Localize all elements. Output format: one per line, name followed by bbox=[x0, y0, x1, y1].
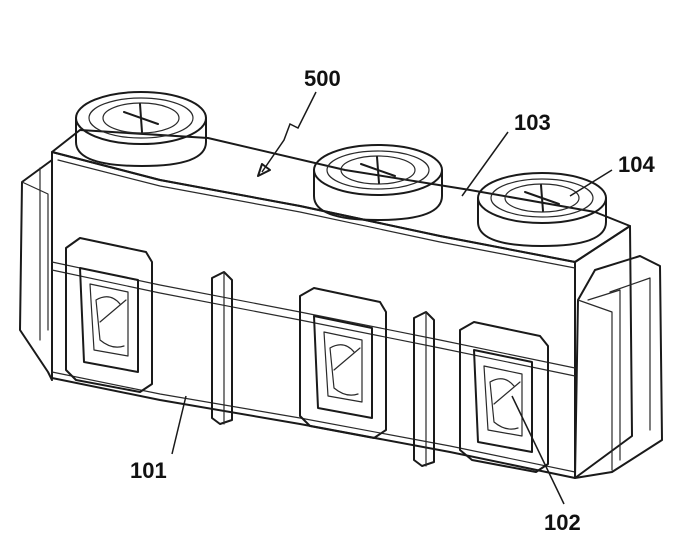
screw-2 bbox=[313, 144, 443, 221]
callout-500: 500 bbox=[304, 66, 341, 91]
separator-rib-right bbox=[413, 311, 435, 467]
wire-port-1 bbox=[65, 237, 153, 393]
separator-rib-left bbox=[211, 271, 233, 425]
leader-lines bbox=[171, 91, 613, 505]
callout-102: 102 bbox=[544, 510, 581, 535]
callout-104: 104 bbox=[618, 152, 655, 177]
wire-port-3 bbox=[459, 321, 549, 473]
wire-port-2 bbox=[299, 287, 387, 439]
callout-101: 101 bbox=[130, 458, 167, 483]
right-end-cap bbox=[574, 255, 663, 479]
left-end-cap bbox=[19, 159, 53, 381]
screw-1 bbox=[75, 91, 207, 167]
screw-3 bbox=[477, 172, 607, 247]
callout-103: 103 bbox=[514, 110, 551, 135]
